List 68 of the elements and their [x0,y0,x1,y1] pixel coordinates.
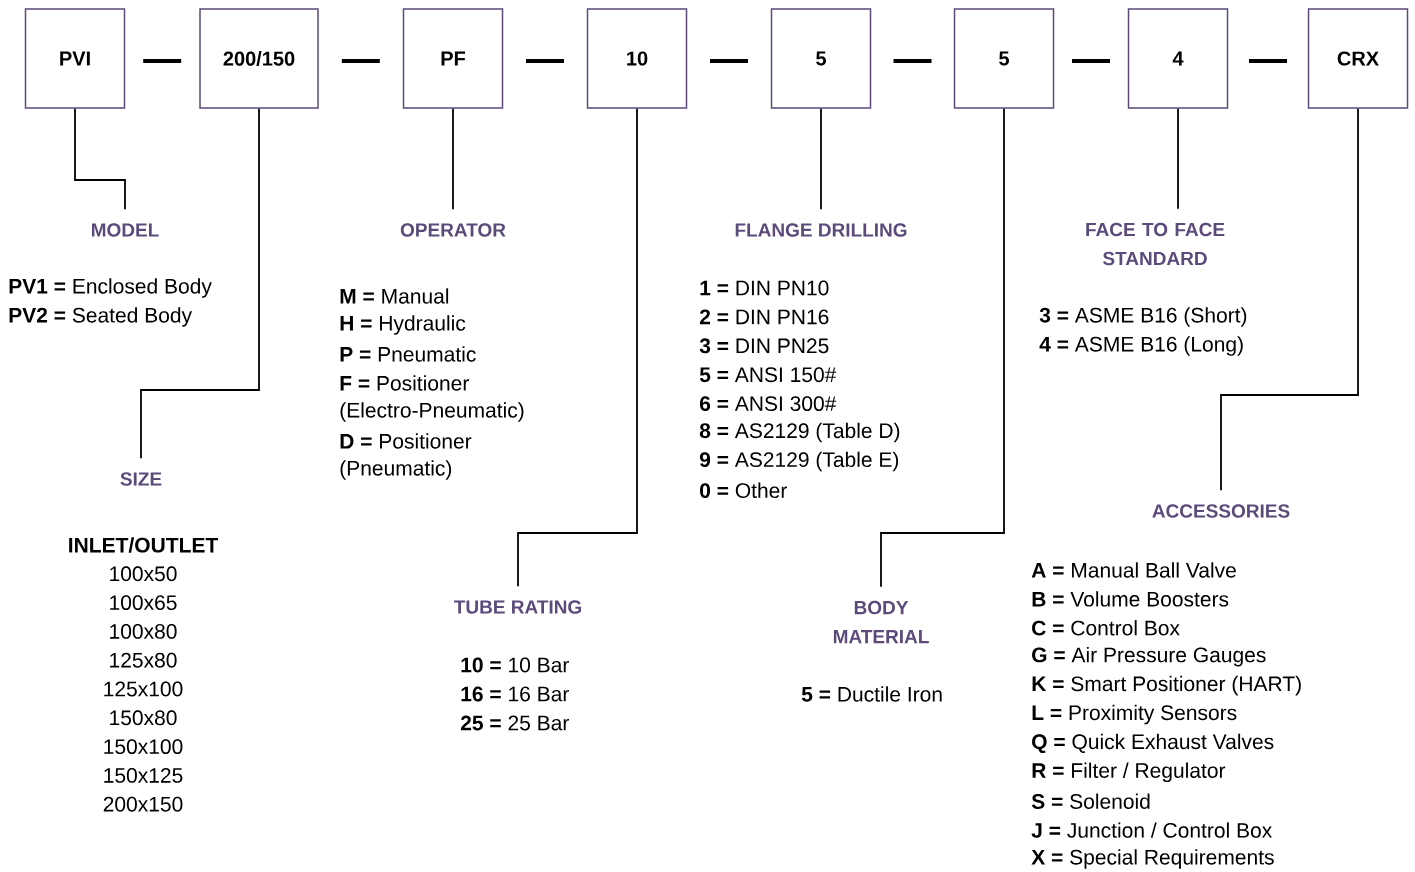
column-heading: INLET/OUTLET [69,537,219,553]
leader-line [74,107,126,211]
leader-line [452,107,454,211]
option-text: K = Smart Positioner (HART) [1032,675,1301,696]
option-text: S = Solenoid [1031,793,1150,809]
code-box: PF [402,8,504,109]
option-text: M = Manual [340,288,449,304]
option-text: 200x150 [103,796,183,812]
option-text: 0 = Other [700,482,787,498]
option-text: B = Volume Boosters [1032,591,1229,607]
option-text: 125x100 [104,681,183,697]
section-heading: OPERATOR [400,223,506,237]
option-text: 5 = Ductile Iron [801,686,942,702]
code-box: CRX [1307,8,1409,109]
leader-line [517,107,638,588]
option-text: 125x80 [110,652,177,668]
option-text: (Pneumatic) [340,460,452,480]
option-text: L = Proximity Sensors [1032,704,1237,725]
option-text: G = Air Pressure Gauges [1032,646,1266,667]
code-box: PVI [24,8,126,109]
section-heading: TUBE RATING [454,600,582,614]
option-text: 1 = DIN PN10 [700,280,829,296]
option-text: 16 = 16 Bar [461,686,569,702]
option-text: P = Pneumatic [340,346,476,362]
option-text: 3 = DIN PN25 [699,338,829,354]
leader-line [1177,107,1179,210]
option-text: 100x65 [110,595,177,611]
option-text: Q = Quick Exhaust Valves [1032,733,1274,754]
option-text: 3 = ASME B16 (Short) [1039,307,1247,327]
option-text: 5 = ANSI 150# [699,367,837,383]
option-text: PV1 = Enclosed Body [9,278,212,298]
option-text: 9 = AS2129 (Table E) [699,451,899,472]
code-box: 10 [586,8,688,109]
section-heading: ACCESSORIES [1152,504,1290,518]
leader-line [820,107,822,211]
leader-line [1220,107,1359,492]
option-text: (Electro-Pneumatic) [340,402,524,422]
section-heading: MODEL [91,223,159,237]
section-heading: SIZE [120,472,162,486]
option-text: H = Hydraulic [340,315,466,335]
code-box: 200/150 [199,8,319,109]
option-text: 150x80 [110,710,177,726]
leader-line [140,107,260,460]
option-text: X = Special Requirements [1031,849,1274,869]
option-text: 10 = 10 Bar [461,657,569,673]
option-text: J = Junction / Control Box [1031,822,1272,838]
leader-line [880,107,1005,588]
option-text: 150x100 [104,739,183,755]
option-text: 25 = 25 Bar [460,715,569,731]
code-box: 5 [953,8,1055,109]
option-text: PV2 = Seated Body [9,307,192,327]
option-text: 2 = DIN PN16 [699,309,829,325]
option-text: 8 = AS2129 (Table D) [699,422,900,443]
option-text: R = Filter / Regulator [1032,762,1226,783]
code-box: 5 [770,8,872,109]
option-text: 6 = ANSI 300# [700,396,837,412]
option-text: C = Control Box [1032,620,1180,636]
option-text: 150x125 [104,767,183,783]
option-text: 100x50 [110,566,177,582]
option-text: D = Positioner [340,433,472,449]
section-heading: FLANGE DRILLING [735,223,907,237]
section-heading: FACE TO FACE STANDARD [1086,222,1225,266]
option-text: F = Positioner [340,375,469,391]
code-box: 4 [1127,8,1229,109]
option-text: 100x80 [110,623,177,639]
option-text: A = Manual Ball Valve [1031,562,1236,578]
option-text: 4 = ASME B16 (Long) [1039,336,1243,356]
section-heading: BODY MATERIAL [833,600,929,644]
